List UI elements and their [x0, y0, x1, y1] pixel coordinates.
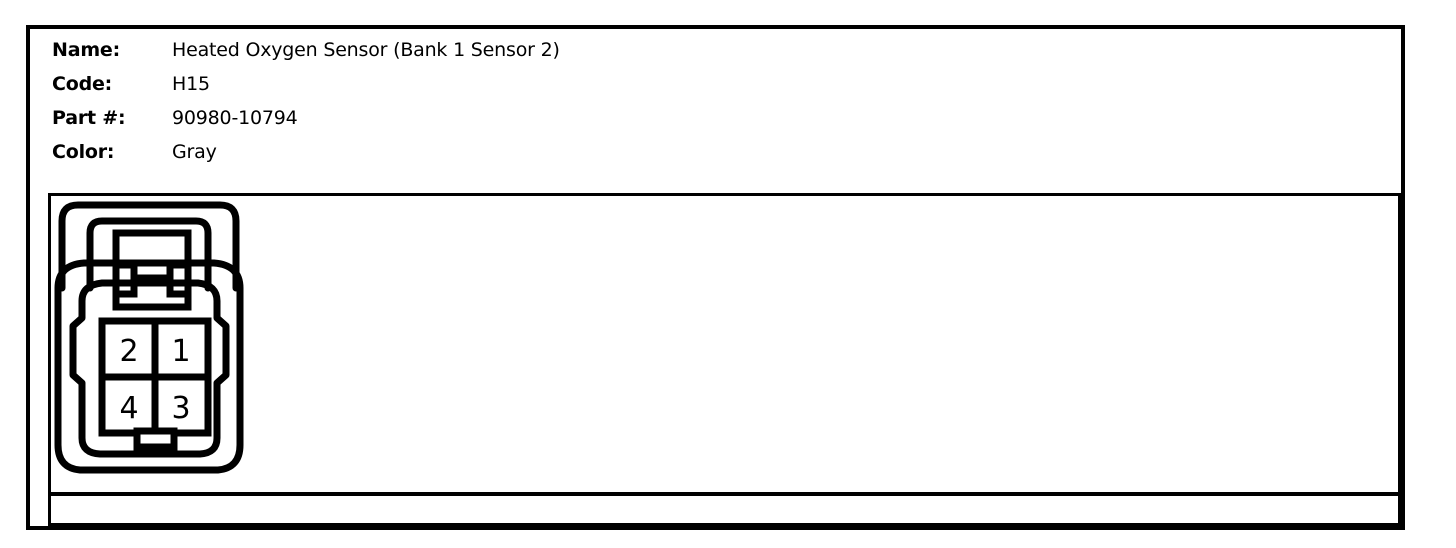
pin-number-3: 3 [171, 391, 190, 426]
info-label-color: Color: [52, 141, 115, 163]
pin-number-2: 2 [119, 334, 138, 369]
part-info-block: Name: Heated Oxygen Sensor (Bank 1 Senso… [52, 33, 1352, 169]
info-row-part-number: Part #: 90980-10794 [52, 101, 1352, 135]
body-inner [69, 279, 230, 458]
cavity-grid-group: 2 1 4 3 [98, 317, 212, 437]
info-label-code: Code: [52, 73, 113, 95]
connector-diagram-panel [48, 193, 1401, 496]
pin-number-1: 1 [171, 334, 190, 369]
connector-svg: 2 1 4 3 [54, 201, 244, 474]
latch-detail-group [112, 229, 192, 311]
info-row-color: Color: Gray [52, 135, 1352, 169]
latch-lower-notch [116, 279, 188, 298]
latch-upper-notch [116, 261, 188, 282]
info-label-part-number: Part #: [52, 107, 126, 129]
info-row-name: Name: Heated Oxygen Sensor (Bank 1 Senso… [52, 33, 1352, 67]
upper-shell-inner [86, 217, 212, 292]
info-row-code: Code: H15 [52, 67, 1352, 101]
latch-outer-rect [112, 229, 192, 311]
info-value-color: Gray [172, 141, 217, 163]
info-value-name: Heated Oxygen Sensor (Bank 1 Sensor 2) [172, 39, 560, 61]
polarizing-tab [133, 427, 178, 451]
upper-shell-outer [58, 201, 240, 292]
pin-number-4: 4 [119, 391, 138, 426]
connector-outline-group [54, 201, 244, 474]
info-label-name: Name: [52, 39, 121, 61]
info-value-part-number: 90980-10794 [172, 107, 298, 129]
info-value-code: H15 [172, 73, 210, 95]
body-outer [54, 259, 244, 474]
footer-strip [48, 496, 1401, 526]
connector-diagram: 2 1 4 3 [50, 193, 260, 483]
